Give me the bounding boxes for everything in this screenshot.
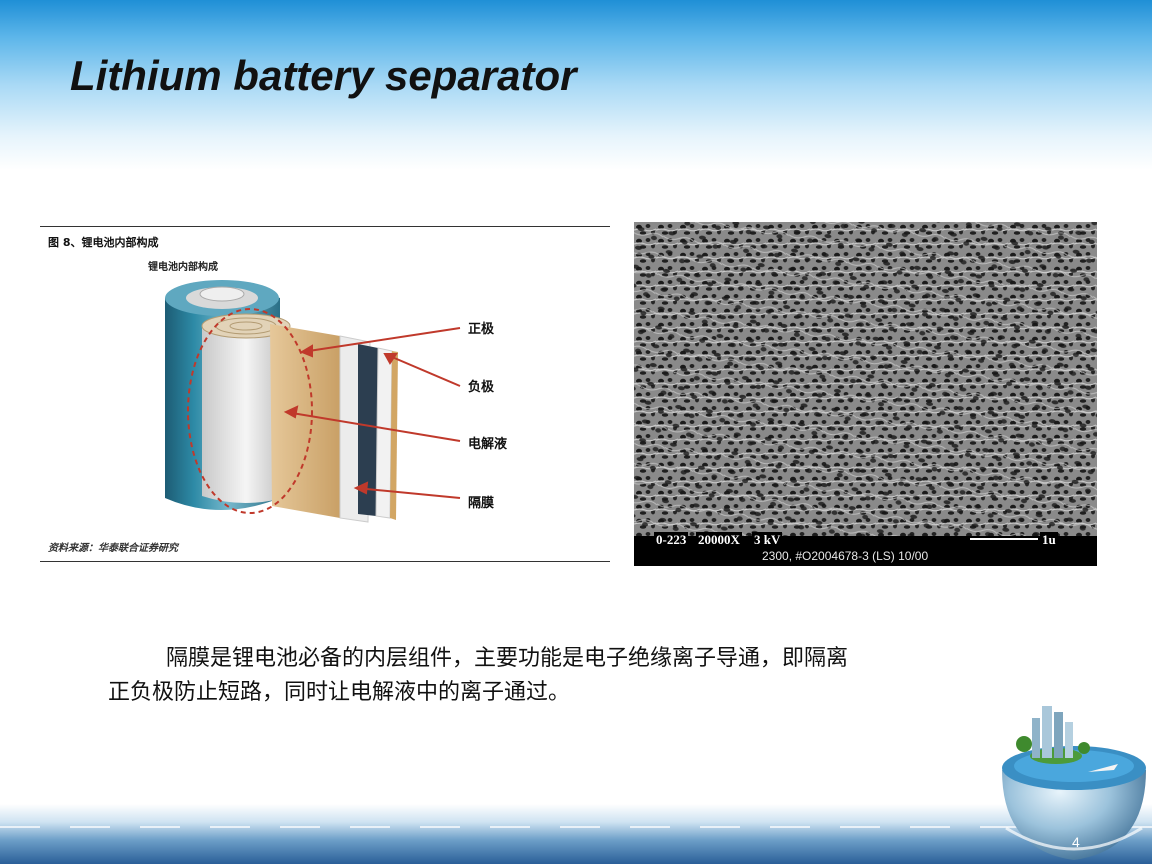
body-line-2: 正负极防止短路，同时让电解液中的离子通过。 — [108, 680, 571, 705]
sem-micrograph: 0-223 20000X 3 kV 1u 2300, #O2004678-3 (… — [634, 222, 1097, 566]
battery-figure: 图 8、锂电池内部构成 锂电池内部构成 — [40, 226, 610, 562]
porous-texture — [634, 222, 1097, 566]
sem-scale-bar — [970, 538, 1038, 540]
figure-subcaption: 锂电池内部构成 — [148, 262, 218, 273]
body-line-1: 隔膜是锂电池必备的内层组件，主要功能是电子绝缘离子导通，即隔离 — [166, 646, 849, 671]
header-gradient-band — [0, 0, 1152, 170]
body-paragraph: 隔膜是锂电池必备的内层组件，主要功能是电子绝缘离子导通，即隔离 正负极防止短路，… — [108, 642, 1068, 710]
figure-top-rule — [40, 226, 610, 227]
sem-sample-text: 2300, #O2004678-3 (LS) 10/00 — [762, 549, 929, 563]
page-number: 4 — [1072, 834, 1080, 850]
sem-magnification: 20000X — [696, 532, 742, 548]
footer-wave-band — [0, 804, 1152, 864]
globe-city-decoration — [1002, 706, 1146, 860]
figure-caption: 图 8、锂电池内部构成 — [48, 236, 159, 249]
battery-illustration — [165, 280, 461, 523]
figure-source: 资料来源：华泰联合证券研究 — [48, 543, 178, 554]
label-anode: 负极 — [468, 380, 495, 395]
figure-bottom-rule — [40, 561, 610, 562]
label-cathode: 正极 — [468, 322, 495, 337]
sem-voltage: 3 kV — [752, 532, 783, 548]
sem-id: 0-223 — [654, 532, 689, 548]
label-electrolyte: 电解液 — [468, 437, 508, 452]
slide-title: Lithium battery separator — [70, 52, 577, 99]
sem-scale-label: 1u — [1040, 532, 1058, 548]
label-separator: 隔膜 — [468, 496, 495, 511]
